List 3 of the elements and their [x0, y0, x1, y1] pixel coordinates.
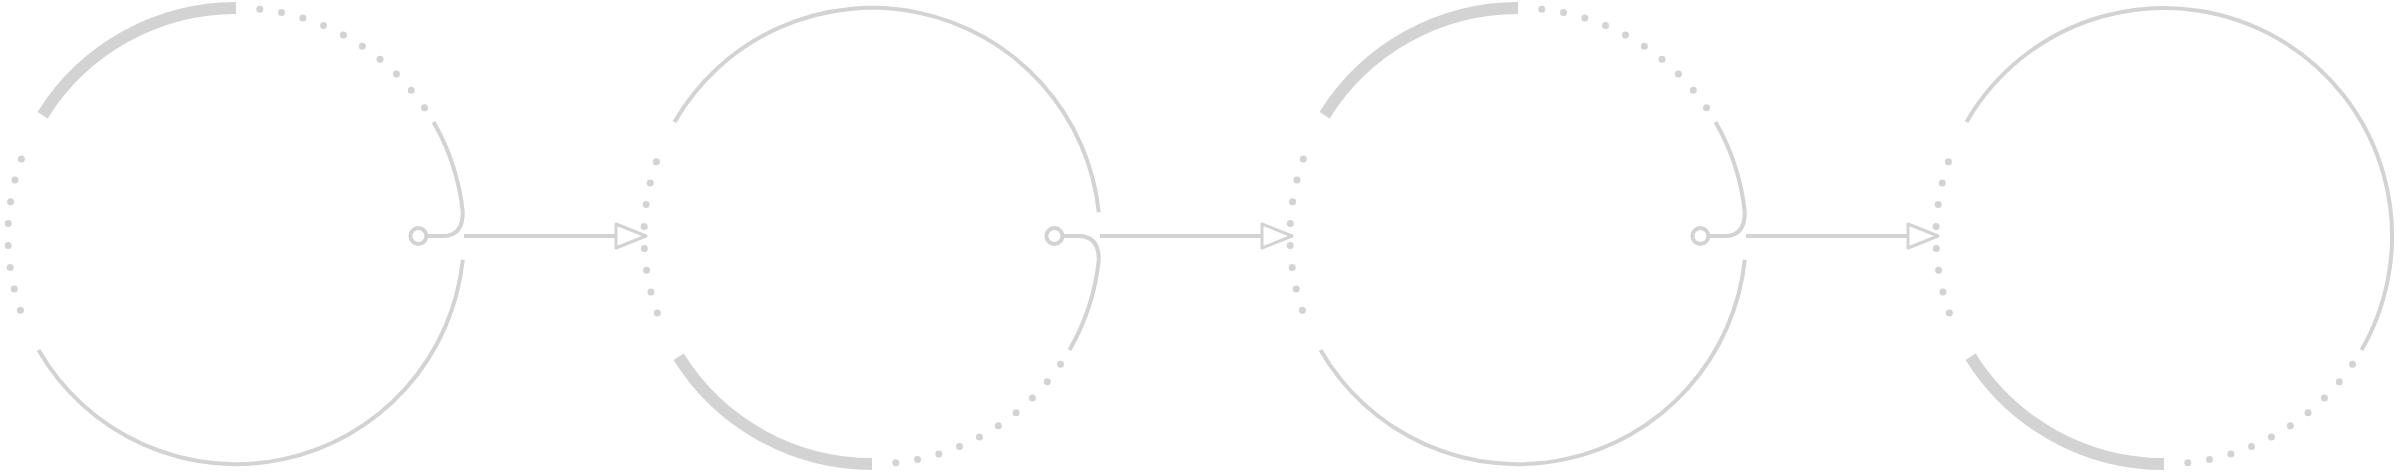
arrow — [1100, 222, 1294, 250]
arrow — [464, 222, 648, 250]
arrow — [1746, 222, 1940, 250]
